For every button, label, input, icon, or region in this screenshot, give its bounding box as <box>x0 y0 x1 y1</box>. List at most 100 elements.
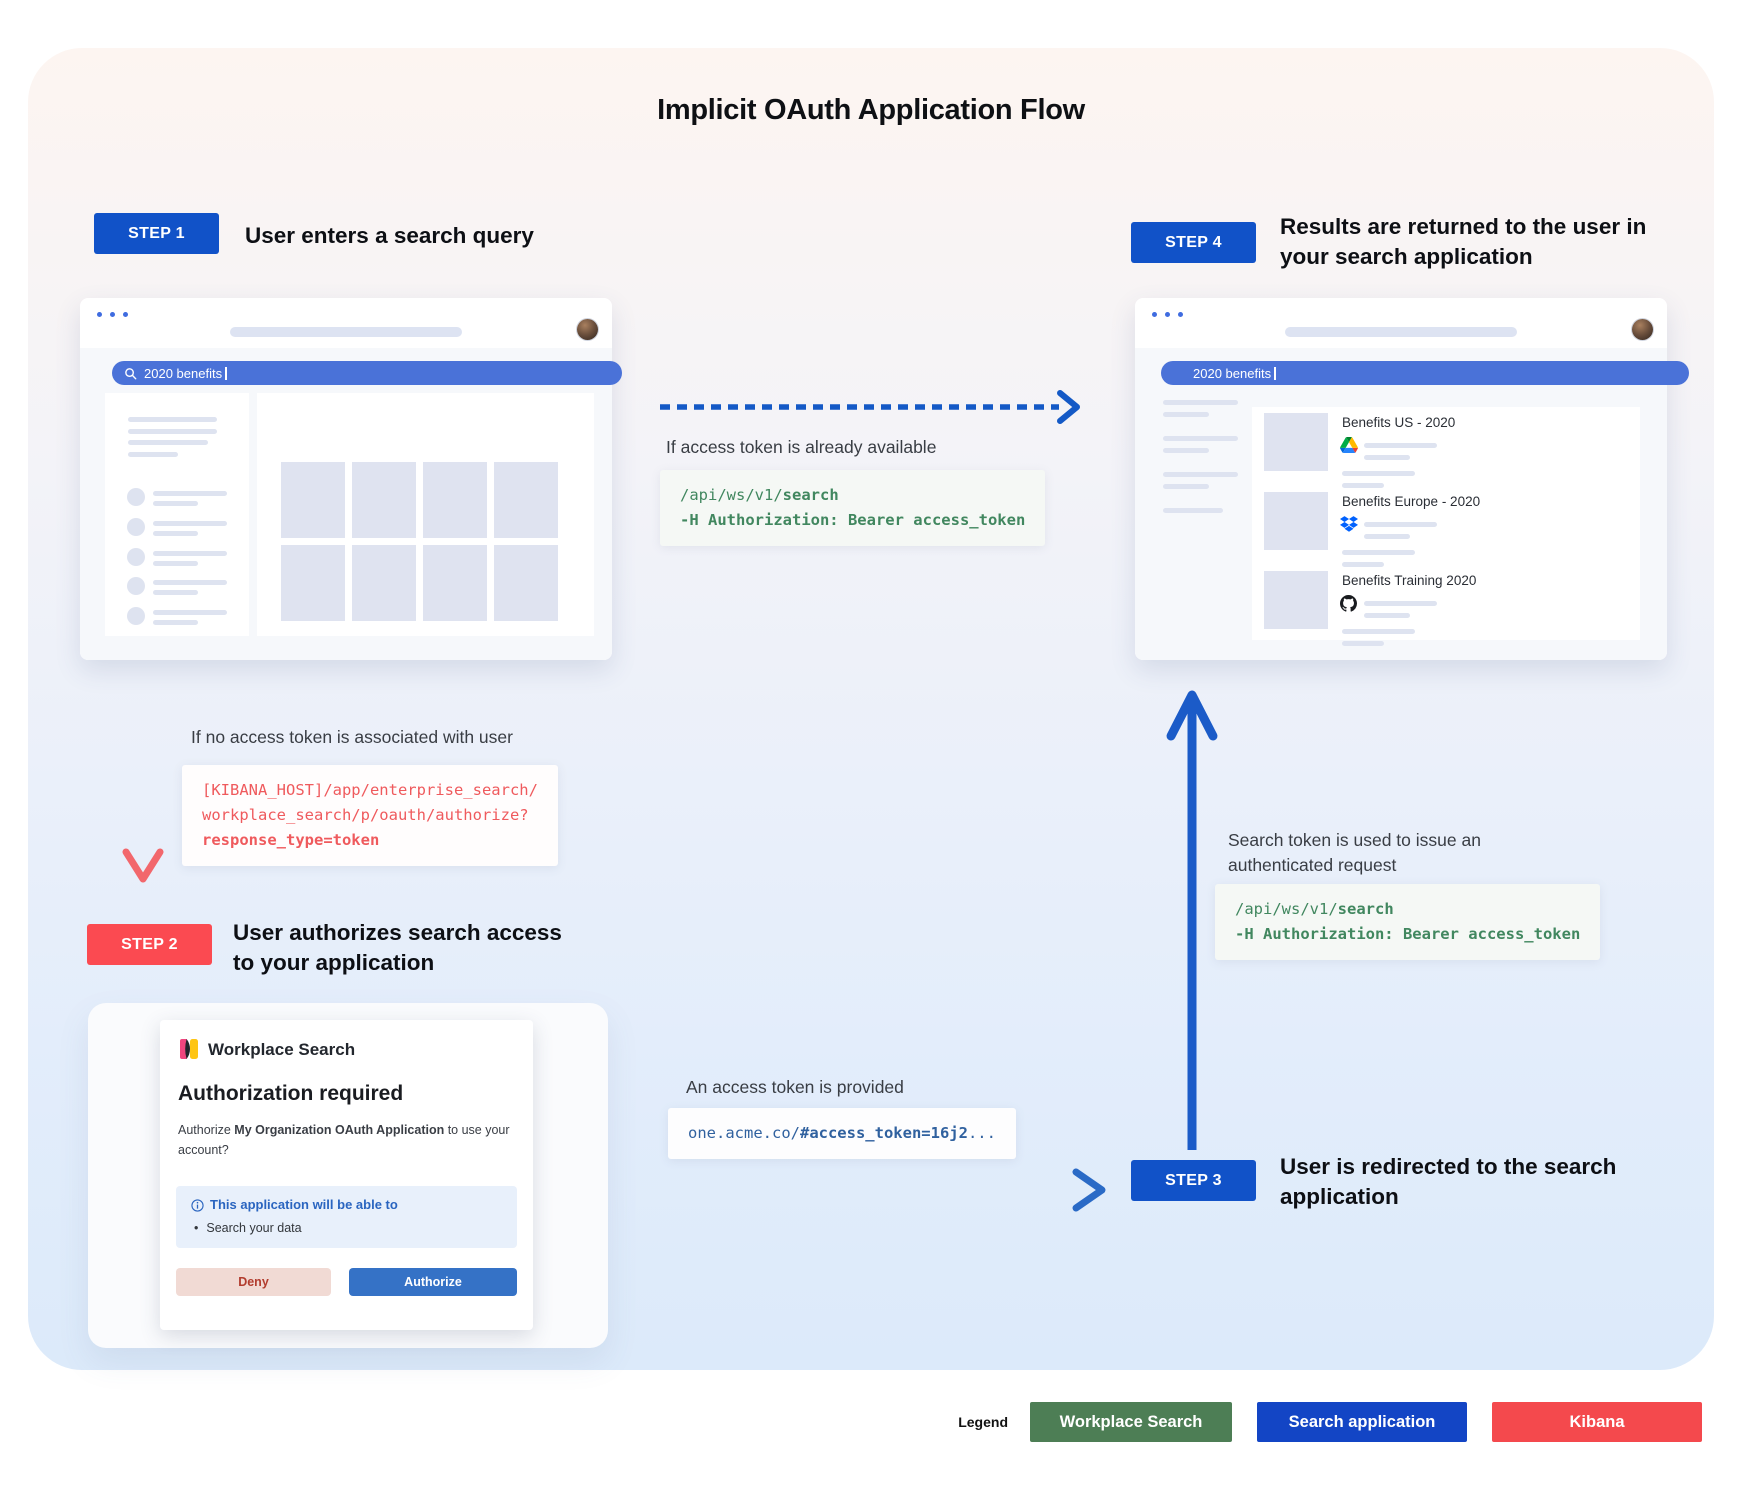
skeleton-line <box>1364 613 1410 618</box>
skeleton-avatar <box>127 577 145 595</box>
note-token-provided: An access token is provided <box>686 1077 904 1097</box>
step3-label: User is redirected to the search applica… <box>1280 1154 1617 1209</box>
skeleton-line <box>1163 436 1238 441</box>
window-dot <box>1152 312 1157 317</box>
note-no-token: If no access token is associated with us… <box>191 727 513 747</box>
diagram-title: Implicit OAuth Application Flow <box>657 94 1085 126</box>
window-dot <box>123 312 128 317</box>
github-icon <box>1340 595 1358 613</box>
results-list-panel: Benefits US - 2020 <box>1252 407 1640 646</box>
thumbnail-placeholder <box>281 545 345 621</box>
skeleton-line <box>153 551 227 556</box>
thumbnail-placeholder <box>352 545 416 621</box>
scope-callout: This application will be able to •Search… <box>176 1186 517 1248</box>
arrow-authenticated-request <box>1166 690 1218 1150</box>
search-input[interactable]: 2020 benefits <box>1161 361 1689 385</box>
skeleton-line <box>1364 455 1410 460</box>
auth-dialog-heading: Authorization required <box>178 1082 404 1105</box>
workplace-search-logo <box>178 1038 200 1060</box>
legend-search-application: Search application <box>1257 1402 1467 1442</box>
skeleton-line <box>1163 448 1209 453</box>
result-thumbnail <box>1264 413 1328 471</box>
result-row[interactable]: Benefits US - 2020 <box>1252 413 1640 491</box>
skeleton-line <box>1163 472 1238 477</box>
search-input[interactable]: 2020 benefits <box>112 361 622 385</box>
arrow-token-available <box>660 390 1080 424</box>
step1-label: User enters a search query <box>245 223 534 248</box>
window-dot <box>97 312 102 317</box>
deny-button[interactable]: Deny <box>176 1268 331 1296</box>
skeleton-line <box>1163 400 1238 405</box>
result-title: Benefits Training 2020 <box>1342 573 1477 588</box>
skeleton-line <box>1364 443 1437 448</box>
result-title: Benefits Europe - 2020 <box>1342 494 1481 509</box>
skeleton-line <box>128 452 178 457</box>
skeleton-line <box>1342 471 1415 476</box>
skeleton-line <box>153 590 198 595</box>
address-bar <box>230 327 462 337</box>
authorize-button[interactable]: Authorize <box>349 1268 517 1296</box>
arrow-redirect <box>658 1168 1106 1212</box>
browser-window-search-query: 2020 benefits <box>80 298 622 660</box>
avatar <box>577 319 598 340</box>
info-icon <box>191 1199 204 1212</box>
legend-workplace-search: Workplace Search <box>1030 1402 1232 1442</box>
scope-item: •Search your data <box>194 1221 302 1235</box>
note-authenticated-request: Search token is used to issue an authent… <box>1228 830 1481 876</box>
skeleton-line <box>1163 508 1223 513</box>
thumbnail-placeholder <box>494 545 558 621</box>
step4-label: Results are returned to the user in your… <box>1280 214 1647 269</box>
skeleton-line <box>1342 641 1384 646</box>
step2-label: User authorizes search access to your ap… <box>233 920 562 975</box>
skeleton-line <box>153 620 198 625</box>
window-dot <box>1178 312 1183 317</box>
browser-window-results: 2020 benefits Benefits US - 2020 <box>1135 298 1689 660</box>
skeleton-avatar <box>127 518 145 536</box>
window-controls <box>1152 312 1183 317</box>
skeleton-line <box>1342 550 1415 555</box>
skeleton-line <box>153 531 198 536</box>
skeleton-line <box>1342 629 1415 634</box>
step2-badge: STEP 2 <box>87 924 212 965</box>
skeleton-line <box>153 561 198 566</box>
step4-badge: STEP 4 <box>1131 222 1256 263</box>
search-icon <box>124 367 137 380</box>
result-thumbnail <box>1264 492 1328 550</box>
skeleton-avatar <box>127 488 145 506</box>
skeleton-line <box>153 501 198 506</box>
skeleton-line <box>1342 483 1384 488</box>
scope-title: This application will be able to <box>210 1197 398 1212</box>
skeleton-line <box>1163 484 1209 489</box>
address-bar <box>1285 327 1517 337</box>
thumbnail-grid <box>281 462 558 621</box>
code-api-search: /api/ws/v1/search -H Authorization: Bear… <box>660 470 1046 547</box>
window-controls <box>97 312 128 317</box>
facets-panel <box>105 393 249 636</box>
skeleton-line <box>153 580 227 585</box>
code-redirect-url: one.acme.co/#access_token=16j2... <box>668 1108 1016 1160</box>
window-dot <box>110 312 115 317</box>
thumbnail-placeholder <box>423 545 487 621</box>
search-query-text: 2020 benefits <box>144 365 223 381</box>
thumbnail-placeholder <box>423 462 487 538</box>
skeleton-line <box>128 440 208 445</box>
auth-dialog-body: Authorize My Organization OAuth Applicat… <box>178 1123 510 1157</box>
skeleton-line <box>128 417 217 422</box>
skeleton-line <box>153 491 227 496</box>
thumbnail-placeholder <box>352 462 416 538</box>
result-row[interactable]: Benefits Europe - 2020 <box>1252 492 1640 570</box>
arrow-no-token <box>122 684 164 883</box>
window-dot <box>1165 312 1170 317</box>
skeleton-line <box>153 521 227 526</box>
skeleton-avatar <box>127 548 145 566</box>
result-title: Benefits US - 2020 <box>1342 415 1456 430</box>
legend-kibana: Kibana <box>1492 1402 1702 1442</box>
skeleton-line <box>1342 562 1384 567</box>
skeleton-line <box>1364 601 1437 606</box>
skeleton-line <box>1364 534 1410 539</box>
legend-label: Legend <box>958 1414 1008 1430</box>
skeleton-line <box>153 610 227 615</box>
result-row[interactable]: Benefits Training 2020 <box>1252 571 1640 649</box>
note-token-available: If access token is already available <box>666 437 937 457</box>
